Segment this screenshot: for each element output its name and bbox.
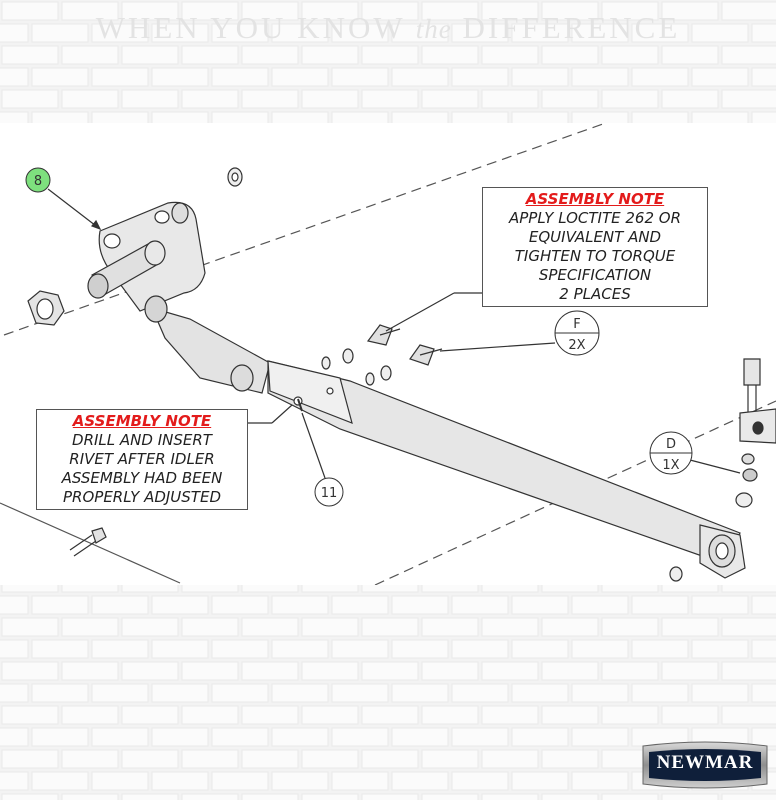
note-right-line: SPECIFICATION xyxy=(538,266,652,284)
vertical-bolt xyxy=(739,358,776,444)
banner-part3: DIFFERENCE xyxy=(462,10,681,45)
rivet-hole-2 xyxy=(326,387,334,395)
parts-diagram: 8 11 F 2X D 1X ASSEMBLY NOTE APPLY LOCTI… xyxy=(0,123,776,585)
note-left-line: ASSEMBLY HAD BEEN xyxy=(61,469,223,487)
leader-f xyxy=(439,342,556,352)
note-left-line: PROPERLY ADJUSTED xyxy=(63,488,221,506)
centerline-bottom xyxy=(374,400,776,585)
rod-end xyxy=(699,524,746,579)
edge-line xyxy=(0,502,181,584)
bell-crank-plate xyxy=(98,201,206,312)
note-right-title: ASSEMBLY NOTE xyxy=(525,190,665,208)
callout-d-bottom: 1X xyxy=(662,458,679,473)
leader-item11 xyxy=(301,412,326,479)
washer-1 xyxy=(321,356,331,370)
note-right-line: TIGHTEN TO TORQUE xyxy=(514,247,676,265)
bolt-lower xyxy=(409,344,443,366)
hex-nut xyxy=(742,468,758,482)
clevis-pin xyxy=(69,527,107,557)
leader-note-right-b xyxy=(385,292,455,332)
washer-3 xyxy=(365,372,375,386)
spacer xyxy=(741,453,755,465)
assembly-note-right: ASSEMBLY NOTE APPLY LOCTITE 262 OR EQUIV… xyxy=(482,187,708,307)
note-right-line: APPLY LOCTITE 262 OR xyxy=(508,209,681,227)
note-left-title: ASSEMBLY NOTE xyxy=(72,412,212,430)
newmar-logo: NEWMAR xyxy=(639,740,771,790)
note-right-line: 2 PLACES xyxy=(559,285,631,303)
rivet-pin xyxy=(297,398,303,412)
item11-label: 11 xyxy=(321,486,338,501)
crank-pin xyxy=(144,295,168,323)
leader-item8 xyxy=(47,188,101,230)
diagram-canvas: 8 11 F 2X D 1X xyxy=(0,123,776,585)
lock-nut xyxy=(27,290,65,326)
callout-f: F 2X xyxy=(554,310,600,356)
top-washer xyxy=(227,167,243,187)
callout-d: D 1X xyxy=(649,431,693,475)
banner-part1: WHEN YOU KNOW xyxy=(95,10,406,45)
note-left-line: RIVET AFTER IDLER xyxy=(69,450,215,468)
leader-item8-arrow xyxy=(91,219,102,231)
bolt-upper xyxy=(366,324,401,346)
assembly-note-left: ASSEMBLY NOTE DRILL AND INSERT RIVET AFT… xyxy=(36,409,248,510)
note-left-line: DRILL AND INSERT xyxy=(72,431,212,449)
bottom-washer xyxy=(669,566,683,582)
crank-shaft xyxy=(87,240,166,299)
leader-note-left-b xyxy=(271,404,293,424)
callout-f-top: F xyxy=(573,317,580,332)
banner-part2: the xyxy=(415,14,452,44)
item8-bubble xyxy=(25,167,51,193)
washer-2 xyxy=(342,348,354,364)
idler-sleeve xyxy=(267,360,353,424)
item8-label: 8 xyxy=(34,174,42,189)
item11-bubble xyxy=(314,477,344,507)
logo-text: NEWMAR xyxy=(656,752,754,773)
note-right-line: EQUIVALENT AND xyxy=(528,228,662,246)
callout-d-top: D xyxy=(666,437,676,452)
callout-f-bottom: 2X xyxy=(568,338,585,353)
washer-4 xyxy=(380,365,392,381)
banner-tagline: WHEN YOU KNOW the DIFFERENCE xyxy=(0,10,776,46)
leader-d xyxy=(689,459,741,474)
crank-pivot-bushing xyxy=(230,364,254,392)
logo-badge xyxy=(642,741,768,789)
right-washer xyxy=(735,492,753,508)
